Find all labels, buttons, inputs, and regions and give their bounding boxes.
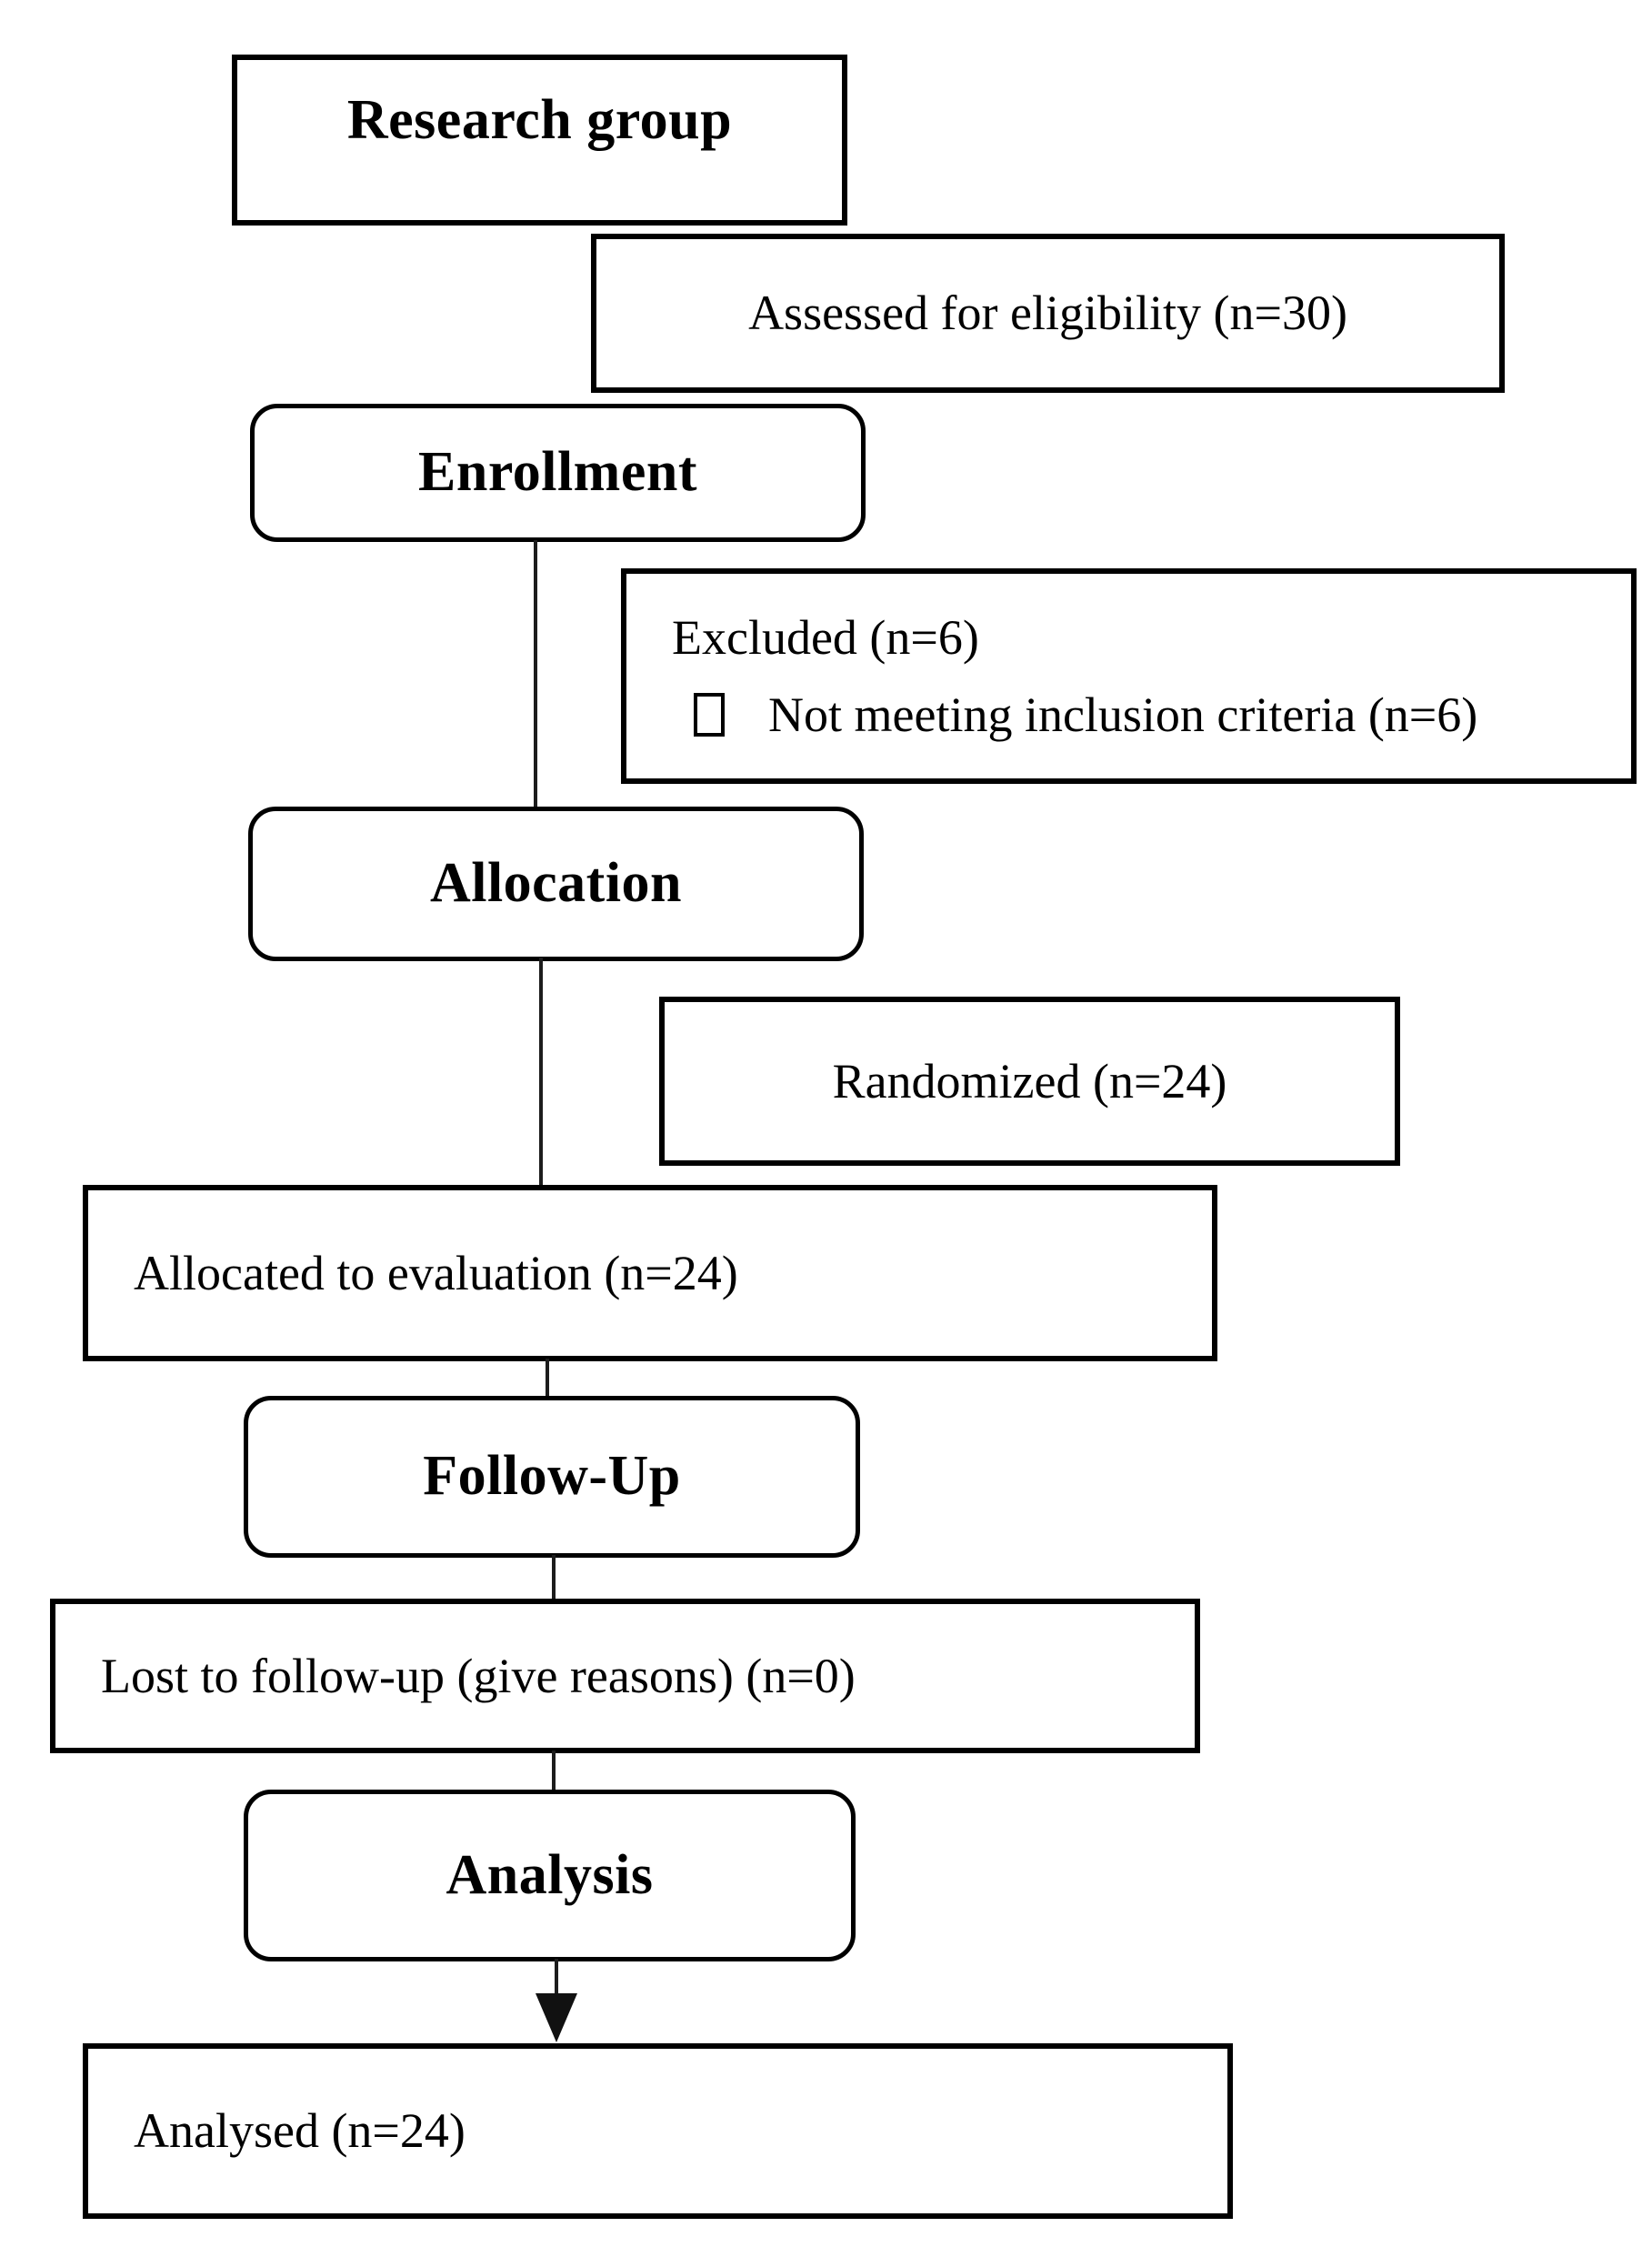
connector-allocation-to-allocated bbox=[539, 958, 543, 1187]
research-group-label: Research group bbox=[346, 89, 733, 152]
allocation-label: Allocation bbox=[429, 852, 683, 915]
connector-lost-to-analysis bbox=[552, 1750, 556, 1793]
node-research-group: Research group bbox=[232, 55, 847, 226]
follow-up-label: Follow-Up bbox=[423, 1445, 681, 1508]
node-randomized: Randomized (n=24) bbox=[659, 997, 1400, 1166]
analysed-label: Analysed (n=24) bbox=[134, 2103, 466, 2159]
node-allocated-to-evaluation: Allocated to evaluation (n=24) bbox=[83, 1185, 1217, 1361]
node-enrollment: Enrollment bbox=[250, 404, 866, 542]
enrollment-label: Enrollment bbox=[418, 441, 697, 504]
node-analysis: Analysis bbox=[244, 1790, 856, 1961]
node-assessed-for-eligibility: Assessed for eligibility (n=30) bbox=[591, 234, 1505, 393]
node-allocation: Allocation bbox=[248, 807, 864, 961]
node-lost-to-follow-up: Lost to follow-up (give reasons) (n=0) bbox=[50, 1599, 1200, 1753]
allocated-label: Allocated to evaluation (n=24) bbox=[134, 1245, 738, 1300]
connector-allocated-to-follow-up bbox=[546, 1359, 549, 1399]
assessed-label: Assessed for eligibility (n=30) bbox=[748, 286, 1347, 341]
bullet-glyph-icon bbox=[694, 692, 725, 737]
connector-enrollment-to-allocation bbox=[534, 540, 537, 808]
excluded-title: Excluded (n=6) bbox=[672, 610, 979, 666]
connector-follow-up-to-lost bbox=[552, 1555, 556, 1602]
node-follow-up: Follow-Up bbox=[244, 1396, 860, 1558]
analysis-label: Analysis bbox=[446, 1843, 654, 1906]
connector-analysis-to-analysed-stem bbox=[555, 1959, 558, 2001]
excluded-reason: Not meeting inclusion criteria (n=6) bbox=[768, 687, 1478, 742]
lost-to-follow-up-label: Lost to follow-up (give reasons) (n=0) bbox=[101, 1648, 856, 1703]
randomized-label: Randomized (n=24) bbox=[832, 1053, 1227, 1108]
node-excluded: Excluded (n=6) Not meeting inclusion cri… bbox=[621, 568, 1637, 784]
node-analysed: Analysed (n=24) bbox=[83, 2043, 1233, 2219]
arrow-down-icon bbox=[536, 1993, 577, 2042]
